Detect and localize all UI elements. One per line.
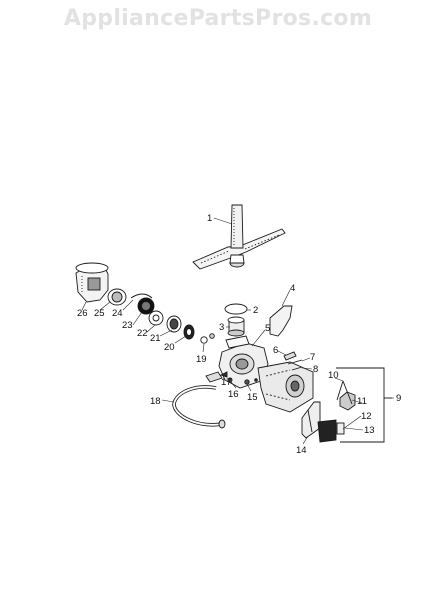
drain-hose bbox=[172, 371, 226, 429]
part-label-13: 13 bbox=[364, 425, 375, 436]
part-label-15: 15 bbox=[247, 392, 258, 403]
part-label-17: 17 bbox=[221, 377, 232, 388]
part-label-12: 12 bbox=[361, 411, 372, 422]
part-label-4: 4 bbox=[290, 283, 295, 294]
part-label-22: 22 bbox=[137, 328, 148, 339]
pump-housing bbox=[218, 335, 269, 389]
part-4-bracket bbox=[269, 305, 293, 337]
parts-22-23-24 bbox=[130, 293, 164, 326]
site-watermark: AppliancePartsPros.com bbox=[63, 6, 373, 31]
part-label-20: 20 bbox=[164, 342, 175, 353]
motor bbox=[257, 361, 314, 413]
part-label-10: 10 bbox=[328, 370, 339, 381]
part-number-labels: 1 2 3 4 5 6 7 8 9 10 11 12 13 14 15 16 1… bbox=[77, 213, 401, 456]
part-label-7: 7 bbox=[310, 352, 315, 363]
parts-6-7-8 bbox=[283, 351, 303, 371]
part-label-3: 3 bbox=[219, 322, 224, 333]
spray-arm bbox=[192, 204, 286, 270]
part-label-5: 5 bbox=[265, 323, 270, 334]
part-14-valve bbox=[301, 401, 337, 443]
part-2-ring bbox=[224, 303, 248, 315]
part-26-filter-housing bbox=[75, 262, 109, 303]
part-label-25: 25 bbox=[94, 308, 105, 319]
part-3-sleeve bbox=[227, 316, 245, 337]
part-label-8: 8 bbox=[313, 364, 318, 375]
part-label-16: 16 bbox=[228, 389, 239, 400]
part-label-1: 1 bbox=[207, 213, 212, 224]
part-label-23: 23 bbox=[122, 320, 133, 331]
part-label-21: 21 bbox=[150, 333, 161, 344]
leader-lines bbox=[81, 217, 394, 445]
part-label-14: 14 bbox=[296, 445, 307, 456]
part-label-9: 9 bbox=[396, 393, 401, 404]
part-label-19: 19 bbox=[196, 354, 207, 365]
part-label-18: 18 bbox=[150, 396, 161, 407]
parts-19-20-21 bbox=[166, 315, 215, 344]
part-label-2: 2 bbox=[253, 305, 258, 316]
part-label-11: 11 bbox=[357, 396, 367, 407]
part-label-26: 26 bbox=[77, 308, 88, 319]
part-label-6: 6 bbox=[273, 345, 278, 356]
part-25-ring bbox=[107, 288, 127, 306]
part-label-24: 24 bbox=[112, 308, 123, 319]
